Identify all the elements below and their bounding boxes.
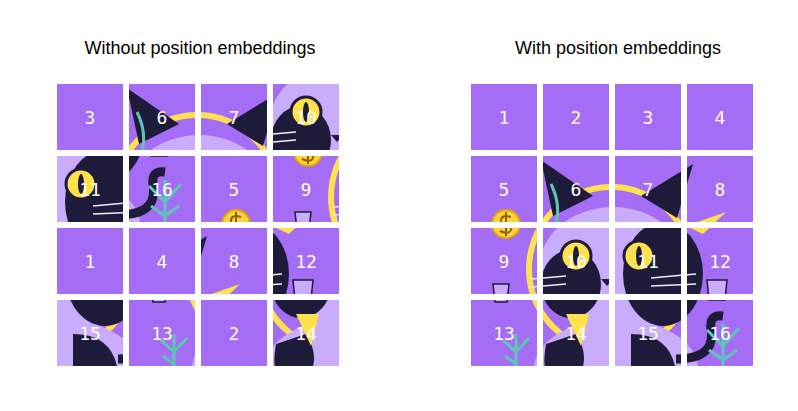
tile-number: 2 <box>571 107 582 128</box>
tile-number: 3 <box>643 107 654 128</box>
tile-number: 13 <box>151 323 173 344</box>
tile-number: 14 <box>565 323 587 344</box>
image-tile: 5 <box>201 156 267 222</box>
tile-number: 16 <box>151 179 173 200</box>
tile-number: 8 <box>229 251 240 272</box>
image-tile: 9 <box>273 156 339 222</box>
tile-number: 12 <box>295 251 317 272</box>
tile-number: 2 <box>229 323 240 344</box>
image-tile: 6 <box>129 84 195 150</box>
image-tile: 13 <box>129 300 195 366</box>
image-tile: 3 <box>615 84 681 150</box>
tile-number: 15 <box>79 323 101 344</box>
tile-number: 16 <box>709 323 731 344</box>
image-tile: 13 <box>471 300 537 366</box>
grid-heading: Without position embeddings <box>84 38 315 59</box>
tile-number: 13 <box>493 323 515 344</box>
image-tile: 15 <box>615 300 681 366</box>
image-tile: 16 <box>129 156 195 222</box>
image-tile: 11 <box>57 156 123 222</box>
tile-number: 6 <box>571 179 582 200</box>
image-tile: 16 <box>687 300 753 366</box>
image-tile: 5 <box>471 156 537 222</box>
image-tile: 4 <box>129 228 195 294</box>
tile-number: 5 <box>229 179 240 200</box>
image-tile: 8 <box>687 156 753 222</box>
tile-number: 1 <box>85 251 96 272</box>
tile-number: 6 <box>157 107 168 128</box>
tile-number: 11 <box>79 179 101 200</box>
tile-number: 1 <box>499 107 510 128</box>
image-tile: 1 <box>57 228 123 294</box>
tile-number: 8 <box>715 179 726 200</box>
tile-number: 3 <box>85 107 96 128</box>
tile-number: 4 <box>157 251 168 272</box>
image-tile: 10 <box>543 228 609 294</box>
grid-heading: With position embeddings <box>515 38 721 59</box>
image-tile: 7 <box>201 84 267 150</box>
tile-number: 10 <box>565 251 587 272</box>
tile-number: 11 <box>637 251 659 272</box>
image-tile: 6 <box>543 156 609 222</box>
image-tile: 12 <box>687 228 753 294</box>
image-tile: 3 <box>57 84 123 150</box>
image-tile: 14 <box>273 300 339 366</box>
image-tile: 11 <box>615 228 681 294</box>
image-tile: 8 <box>201 228 267 294</box>
tile-number: 10 <box>295 107 317 128</box>
image-tile: 4 <box>687 84 753 150</box>
tile-number: 14 <box>295 323 317 344</box>
image-tile: 15 <box>57 300 123 366</box>
tile-number: 9 <box>301 179 312 200</box>
image-tile: 1 <box>471 84 537 150</box>
image-tile: 2 <box>201 300 267 366</box>
tile-number: 7 <box>229 107 240 128</box>
tile-number: 5 <box>499 179 510 200</box>
image-tile: 12 <box>273 228 339 294</box>
tile-number: 4 <box>715 107 726 128</box>
image-tile: 7 <box>615 156 681 222</box>
tile-number: 7 <box>643 179 654 200</box>
image-tile: 2 <box>543 84 609 150</box>
image-tile: 9 <box>471 228 537 294</box>
image-tile: 10 <box>273 84 339 150</box>
tile-number: 12 <box>709 251 731 272</box>
tile-number: 9 <box>499 251 510 272</box>
tile-number: 15 <box>637 323 659 344</box>
image-tile: 14 <box>543 300 609 366</box>
